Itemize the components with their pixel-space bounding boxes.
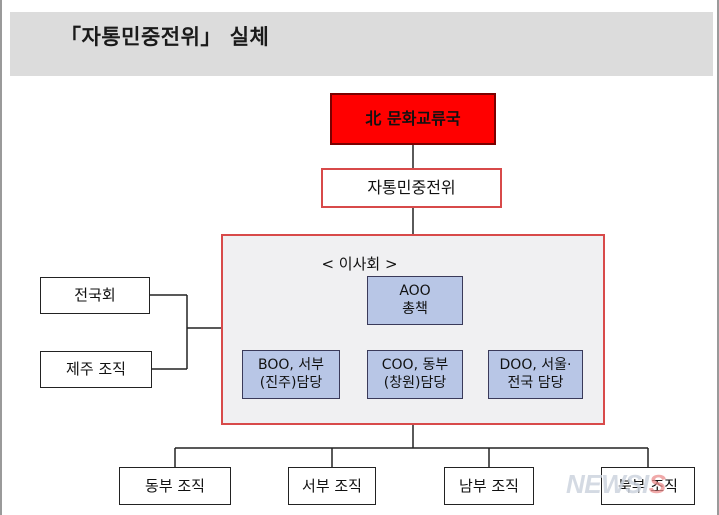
- head-box: AOO 총책: [367, 276, 463, 325]
- member-name: BOO, 서부: [257, 357, 325, 373]
- unit-label: 제주 조직: [66, 360, 126, 379]
- watermark-text: NEWSI: [566, 469, 649, 499]
- east-unit-box: 동부 조직: [119, 467, 231, 505]
- right-frame-border: [717, 0, 719, 515]
- head-name: AOO: [399, 283, 431, 299]
- page-title: 「자통민중전위」 실체: [60, 25, 270, 49]
- head-role: 총책: [402, 300, 428, 317]
- north-culture-exchange-bureau-box: 北 문화교류국: [330, 93, 496, 145]
- newsis-watermark: NEWSIS: [566, 469, 666, 500]
- member-name: COO, 동부: [381, 357, 449, 373]
- member-role: 전국 담당: [507, 374, 564, 391]
- member-box-doo: DOO, 서울· 전국 담당: [488, 350, 583, 399]
- board-title: < 이사회 >: [321, 255, 398, 273]
- organization-box: 자통민중전위: [321, 168, 502, 208]
- south-unit-box: 남부 조직: [444, 467, 534, 505]
- north-unit-box: 북부 조직: [601, 467, 695, 505]
- top-org-label: 北 문화교류국: [365, 109, 461, 128]
- west-unit-box: 서부 조직: [288, 467, 376, 505]
- jeju-unit-box: 제주 조직: [40, 351, 152, 388]
- unit-label: 북부 조직: [618, 476, 678, 495]
- member-role: (창원)담당: [383, 374, 447, 391]
- unit-label: 서부 조직: [302, 476, 362, 495]
- unit-label: 남부 조직: [459, 476, 519, 495]
- member-name: DOO, 서울·: [499, 357, 572, 373]
- left-frame-border: [0, 0, 2, 515]
- member-box-coo: COO, 동부 (창원)담당: [367, 350, 463, 399]
- member-role: (진주)담당: [259, 374, 323, 391]
- title-bar: [10, 12, 713, 76]
- unit-label: 동부 조직: [145, 476, 205, 495]
- member-box-boo: BOO, 서부 (진주)담당: [242, 350, 340, 399]
- watermark-accent: S: [648, 469, 666, 499]
- unit-label: 전국회: [74, 286, 116, 305]
- org-label: 자통민중전위: [367, 178, 456, 197]
- national-association-box: 전국회: [40, 277, 150, 314]
